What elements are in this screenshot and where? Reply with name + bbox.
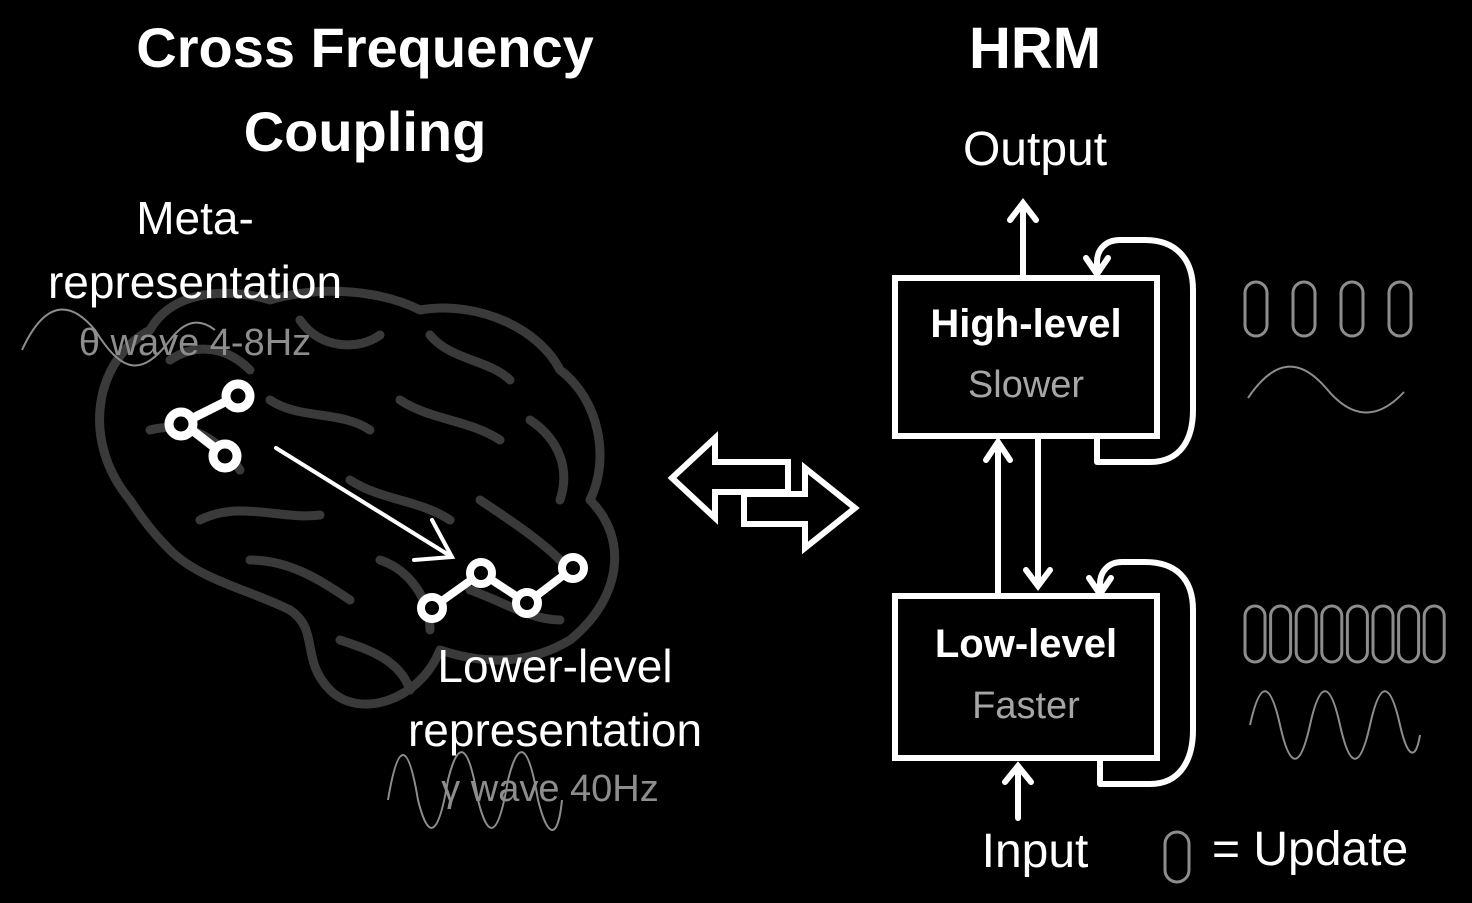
fast-wave-icon — [1249, 690, 1421, 760]
gamma-wave-icon — [387, 751, 563, 831]
input-arrow — [1002, 761, 1034, 821]
update-pill-icon — [1345, 604, 1369, 664]
update-pill-icon — [1294, 604, 1318, 664]
update-pill-icon — [1291, 280, 1317, 338]
input-label: Input — [981, 825, 1089, 878]
update-pill-icon — [1269, 604, 1293, 664]
high-level-loop-arrow — [1083, 237, 1196, 465]
update-pill-icon — [1320, 604, 1344, 664]
legend-text: = Update — [1212, 823, 1409, 876]
update-pill-icon — [1422, 604, 1446, 664]
gamma-wave-label: γ wave 40Hz — [441, 768, 659, 810]
low-level-subtitle: Faster — [972, 685, 1080, 727]
low-level-loop-arrow — [1086, 559, 1196, 787]
meta-representation-label: Meta-representation — [47, 192, 343, 308]
line-graph-icon — [417, 553, 588, 623]
low-to-high-arrow — [983, 436, 1013, 597]
legend-update-icon — [1163, 830, 1191, 884]
low-level-updates — [1243, 604, 1446, 664]
update-pill-icon — [1397, 604, 1421, 664]
theta-wave-icon — [21, 308, 216, 367]
update-pill-icon — [1339, 280, 1365, 338]
update-pill-icon — [1243, 280, 1269, 338]
share-graph-icon — [164, 379, 255, 473]
high-level-subtitle: Slower — [967, 364, 1085, 406]
hrm-title: HRM — [968, 16, 1102, 81]
high-level-title: High-level — [930, 302, 1122, 346]
high-level-box — [892, 275, 1160, 439]
slow-wave-icon — [1247, 365, 1405, 414]
high-level-updates — [1243, 280, 1413, 338]
update-pill-icon — [1243, 604, 1267, 664]
output-label: Output — [962, 123, 1108, 176]
coupling-arrow — [274, 446, 456, 562]
theta-wave-label: θ wave 4-8Hz — [78, 322, 312, 364]
update-pill-icon — [1387, 280, 1413, 338]
high-to-low-arrow — [1023, 435, 1053, 591]
low-level-box — [892, 593, 1160, 761]
low-level-title: Low-level — [934, 622, 1118, 666]
bidirectional-arrow-icon — [667, 431, 860, 555]
output-arrow — [1007, 198, 1039, 279]
update-pill-icon — [1371, 604, 1395, 664]
